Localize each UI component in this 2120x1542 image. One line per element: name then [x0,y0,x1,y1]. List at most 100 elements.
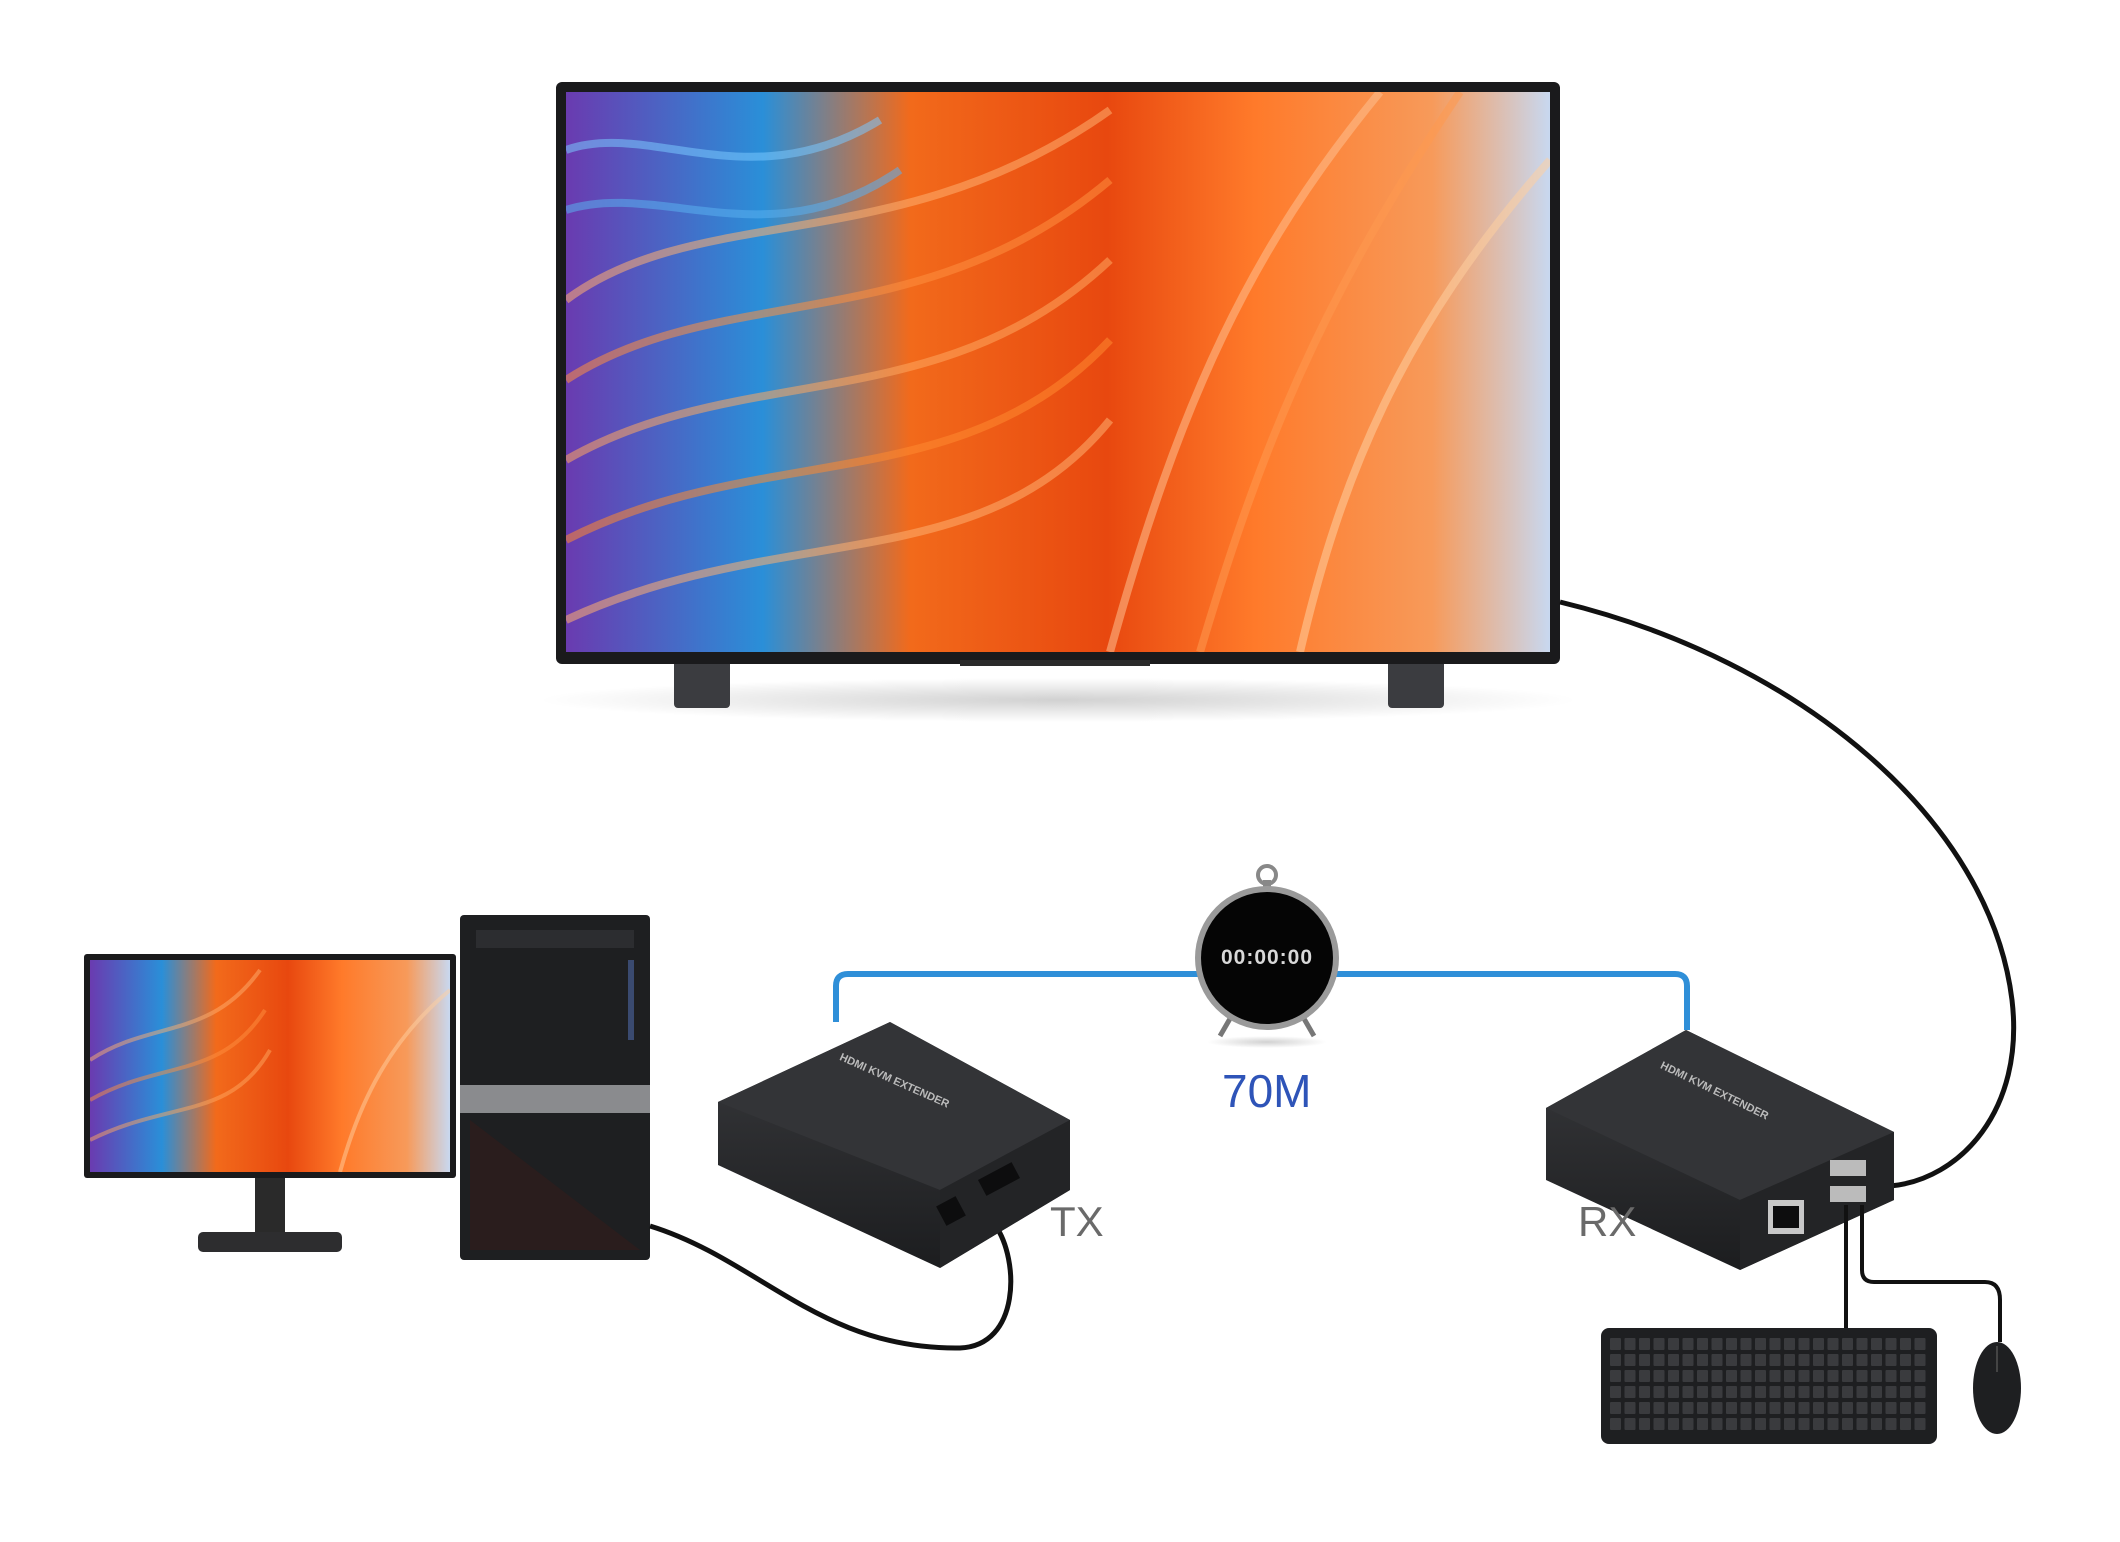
hdmi-cable-tv [1559,599,2016,1189]
keyboard-key [1900,1418,1911,1430]
keyboard-key [1697,1338,1708,1350]
keyboard-key [1827,1370,1839,1382]
keyboard-key [1726,1338,1737,1350]
keyboard-key [1914,1418,1926,1430]
keyboard-key [1755,1418,1766,1430]
keyboard-key [1842,1370,1853,1382]
rx-extender-icon [1546,1030,1894,1270]
keyboard-key [1813,1354,1824,1366]
keyboard-key [1784,1386,1795,1398]
rx-label: RX [1578,1198,1637,1245]
keyboard-key [1871,1418,1882,1430]
keyboard-key [1653,1338,1665,1350]
keyboard-key [1900,1386,1911,1398]
keyboard-key [1769,1418,1781,1430]
keyboard-key [1769,1402,1781,1414]
keyboard-key [1610,1386,1621,1398]
keyboard-key [1798,1418,1810,1430]
keyboard-key [1856,1402,1868,1414]
keyboard-key [1856,1418,1868,1430]
keyboard-key [1740,1338,1752,1350]
keyboard-key [1798,1354,1810,1366]
keyboard-key [1610,1354,1621,1366]
keyboard-key [1668,1354,1679,1366]
stopwatch-time: 00:00:00 [1220,946,1314,969]
keyboard-key [1726,1370,1737,1382]
keyboard-key [1842,1386,1853,1398]
keyboard-key [1856,1338,1868,1350]
keyboard-key [1900,1370,1911,1382]
keyboard-key [1885,1418,1897,1430]
keyboard-key [1755,1402,1766,1414]
keyboard-key [1798,1402,1810,1414]
keyboard-key [1682,1386,1694,1398]
keyboard-key [1914,1338,1926,1350]
keyboard-key [1682,1402,1694,1414]
keyboard-key [1755,1354,1766,1366]
keyboard-key [1885,1386,1897,1398]
keyboard-key [1653,1386,1665,1398]
keyboard-key [1755,1386,1766,1398]
keyboard-key [1914,1386,1926,1398]
keyboard-key [1711,1370,1723,1382]
keyboard-key [1784,1338,1795,1350]
keyboard-key [1827,1418,1839,1430]
keyboard-key [1711,1402,1723,1414]
usb-cable-mouse [1860,1205,2002,1342]
keyboard-key [1871,1386,1882,1398]
keyboard-key [1740,1370,1752,1382]
keyboard-key [1682,1418,1694,1430]
keyboard-key [1711,1418,1723,1430]
keyboard-key [1885,1338,1897,1350]
keyboard-key [1813,1402,1824,1414]
keyboard-key [1639,1386,1650,1398]
keyboard-key [1697,1402,1708,1414]
keyboard-key [1769,1370,1781,1382]
keyboard-key [1827,1338,1839,1350]
keyboard-key [1624,1418,1636,1430]
keyboard-key [1668,1370,1679,1382]
keyboard-key [1755,1338,1766,1350]
keyboard-key [1653,1418,1665,1430]
keyboard-key [1842,1354,1853,1366]
tv-icon [538,82,1578,722]
keyboard-key [1827,1402,1839,1414]
keyboard-key [1740,1402,1752,1414]
keyboard-key [1784,1370,1795,1382]
keyboard-key [1726,1354,1737,1366]
keyboard-key [1827,1354,1839,1366]
monitor-icon [84,954,456,1252]
keyboard-key [1856,1370,1868,1382]
keyboard-key [1856,1386,1868,1398]
keyboard-key [1682,1354,1694,1366]
keyboard-key [1798,1338,1810,1350]
keyboard-key [1856,1354,1868,1366]
keyboard-key [1697,1386,1708,1398]
keyboard-key [1668,1402,1679,1414]
keyboard-key [1624,1338,1636,1350]
keyboard-key [1639,1418,1650,1430]
keyboard-key [1755,1370,1766,1382]
keyboard-key [1639,1402,1650,1414]
keyboard-key [1842,1338,1853,1350]
keyboard-key [1914,1354,1926,1366]
keyboard-key [1697,1354,1708,1366]
keyboard-key [1769,1386,1781,1398]
pc-tower-icon [460,915,650,1260]
keyboard-key [1711,1386,1723,1398]
keyboard-key [1798,1370,1810,1382]
keyboard-key [1668,1418,1679,1430]
keyboard-key [1697,1370,1708,1382]
keyboard-key [1668,1338,1679,1350]
keyboard-key [1653,1370,1665,1382]
keyboard-key [1900,1338,1911,1350]
keyboard-key [1813,1338,1824,1350]
keyboard-key [1682,1338,1694,1350]
keyboard-key [1827,1386,1839,1398]
keyboard-key [1871,1402,1882,1414]
stopwatch-icon [1195,864,1339,1048]
keyboard-key [1639,1354,1650,1366]
keyboard-key [1697,1418,1708,1430]
keyboard-key [1610,1418,1621,1430]
distance-label: 70M [1222,1065,1312,1117]
